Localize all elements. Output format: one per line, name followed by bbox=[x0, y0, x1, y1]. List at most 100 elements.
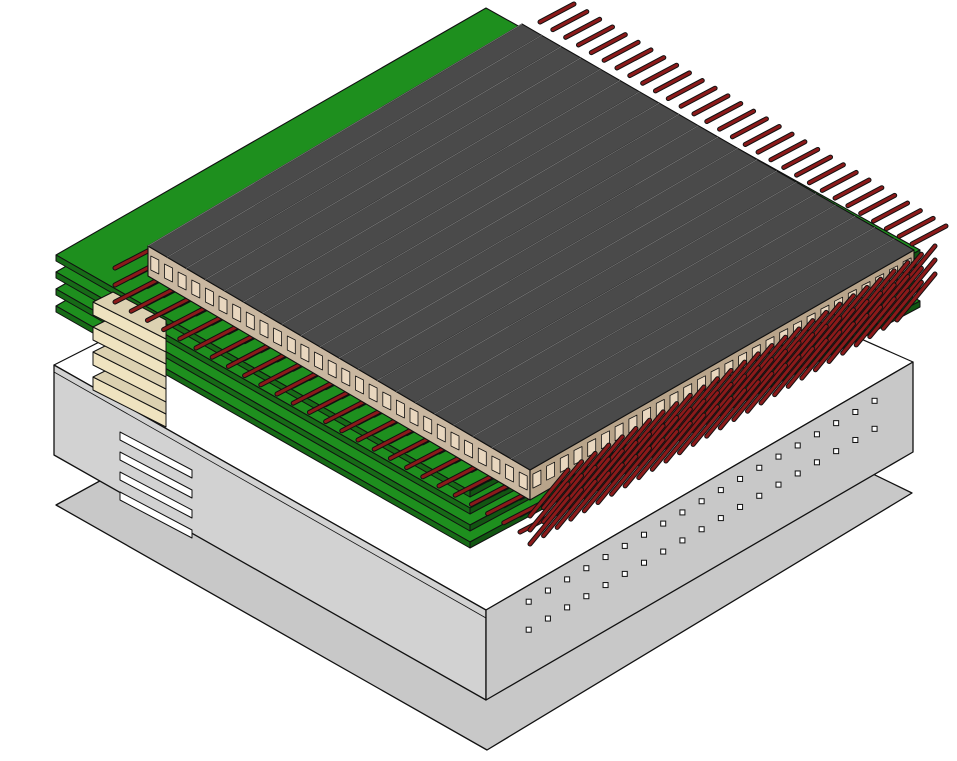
module-cell bbox=[409, 407, 419, 427]
wall-hole bbox=[775, 453, 782, 460]
wall-hole bbox=[756, 492, 763, 499]
wall-hole bbox=[852, 408, 859, 415]
wall-hole bbox=[698, 526, 705, 533]
wall-hole bbox=[775, 481, 782, 488]
lead-pin bbox=[795, 155, 833, 177]
module-cell bbox=[218, 295, 228, 315]
lead-pin bbox=[743, 124, 781, 146]
vent-slot bbox=[119, 451, 193, 499]
module-cell bbox=[245, 311, 255, 331]
connector-block-top bbox=[92, 291, 167, 340]
module-cell bbox=[368, 383, 378, 403]
lead-pin bbox=[692, 94, 730, 116]
lead-pin bbox=[664, 413, 706, 463]
lead-pin bbox=[732, 372, 774, 422]
lead-pin bbox=[679, 86, 717, 108]
wall-hole bbox=[564, 576, 571, 583]
wall-hole bbox=[679, 537, 686, 544]
module-cell bbox=[314, 351, 323, 371]
connector-block-stack bbox=[92, 291, 167, 428]
lead-pin bbox=[596, 455, 638, 505]
lead-pin bbox=[841, 305, 883, 355]
lead-pin bbox=[589, 33, 627, 55]
lead-pin bbox=[718, 109, 756, 131]
wall-hole bbox=[833, 448, 840, 455]
fin-highlight bbox=[357, 147, 738, 370]
heat-sink-module bbox=[147, 23, 915, 501]
module-cell bbox=[204, 287, 214, 307]
wall-hole bbox=[679, 509, 686, 516]
fin-highlight bbox=[224, 68, 601, 292]
module-cell bbox=[232, 303, 242, 323]
wall-hole bbox=[852, 436, 859, 443]
lead-pin bbox=[833, 178, 871, 200]
module-cell bbox=[532, 469, 542, 489]
wall-hole bbox=[583, 593, 590, 600]
lead-pin bbox=[551, 10, 589, 32]
wall-hole bbox=[525, 626, 532, 633]
lead-pin bbox=[718, 380, 760, 430]
module-cell bbox=[327, 359, 337, 379]
fin-highlight bbox=[338, 136, 719, 359]
wall-hole bbox=[871, 425, 878, 432]
vent-slot bbox=[119, 471, 193, 519]
lead-pin bbox=[730, 117, 768, 139]
module-cell bbox=[423, 415, 433, 435]
lead-pin bbox=[666, 79, 704, 101]
module-cell bbox=[191, 279, 201, 299]
lead-pin bbox=[872, 201, 910, 223]
lead-pin bbox=[610, 446, 652, 496]
lead-pin bbox=[756, 132, 794, 154]
fin-highlight bbox=[453, 204, 836, 426]
module-cell bbox=[341, 367, 351, 387]
fin-highlight bbox=[185, 46, 562, 269]
wall-hole bbox=[583, 565, 590, 572]
lead-pin bbox=[623, 438, 665, 488]
fin-highlight bbox=[396, 170, 778, 392]
lead-pin bbox=[705, 388, 747, 438]
module-cell bbox=[164, 263, 173, 283]
lead-pin bbox=[576, 25, 614, 47]
lead-pin bbox=[881, 280, 923, 330]
wall-hole bbox=[525, 598, 532, 605]
fin-highlight bbox=[166, 34, 542, 258]
wall-hole bbox=[564, 604, 571, 611]
lead-pin bbox=[773, 347, 815, 397]
lead-pin bbox=[542, 488, 584, 538]
lead-pin bbox=[650, 421, 692, 471]
lead-pin bbox=[564, 17, 602, 39]
wall-hole bbox=[544, 615, 551, 622]
wall-hole bbox=[833, 420, 840, 427]
lead-pin bbox=[820, 170, 858, 192]
lead-pin bbox=[528, 482, 570, 532]
wall-hole bbox=[621, 570, 628, 577]
fin-highlight bbox=[205, 57, 582, 280]
module-cell bbox=[491, 455, 501, 475]
module-cell bbox=[259, 319, 269, 339]
lead-pin bbox=[769, 140, 807, 162]
lead-pin bbox=[813, 322, 855, 372]
lead-pin bbox=[782, 147, 820, 169]
vent-slot bbox=[119, 491, 193, 539]
module-cell bbox=[286, 335, 296, 355]
fin-highlight bbox=[510, 238, 895, 460]
module-cell bbox=[464, 439, 474, 459]
module-cell bbox=[300, 343, 310, 363]
lead-pin bbox=[884, 209, 922, 231]
fin-highlight bbox=[147, 23, 523, 247]
wall-hole bbox=[640, 531, 647, 538]
wall-hole bbox=[698, 498, 705, 505]
lead-pin bbox=[653, 71, 691, 93]
lead-pin bbox=[542, 460, 584, 510]
lead-pin bbox=[528, 468, 570, 518]
fin-highlight bbox=[300, 114, 680, 336]
wall-hole bbox=[756, 464, 763, 471]
lead-pin bbox=[897, 216, 935, 238]
lead-pin bbox=[868, 289, 910, 339]
module-cell bbox=[382, 391, 392, 411]
module-cell bbox=[355, 375, 364, 395]
lead-pin bbox=[846, 186, 884, 208]
lead-pins-right bbox=[527, 1, 949, 547]
